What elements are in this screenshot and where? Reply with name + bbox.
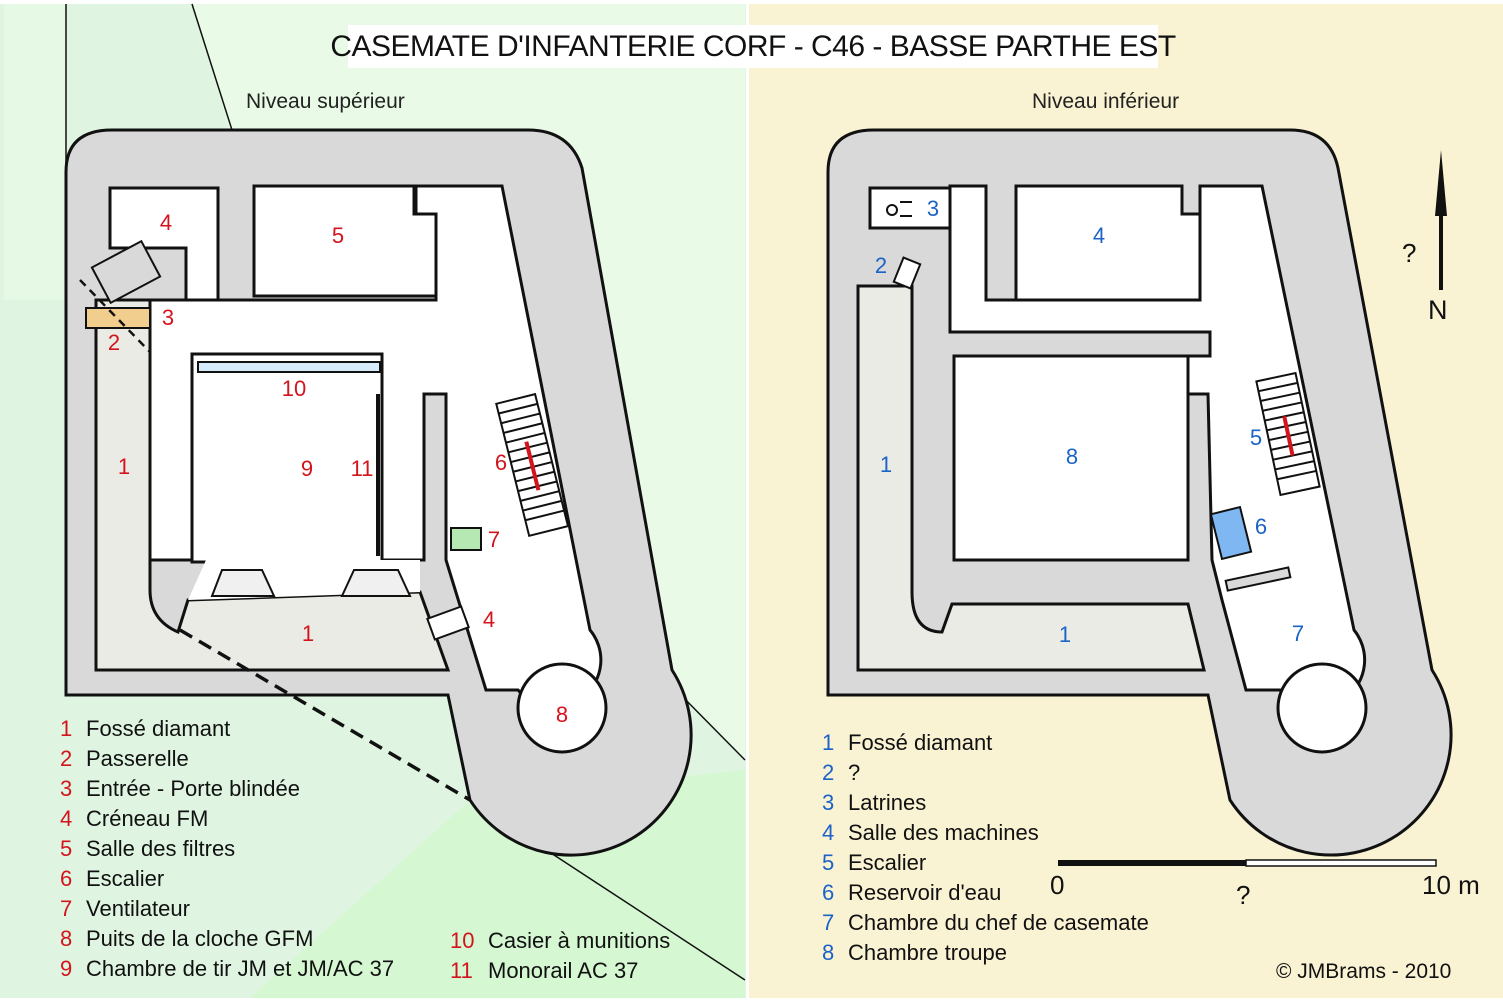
compass-question: ? [1402, 238, 1417, 268]
upper-plan-label: 8 [556, 702, 568, 727]
upper-plan-label: 4 [483, 607, 495, 632]
upper-plan-label: 2 [108, 330, 120, 355]
north-arrow-icon [1435, 150, 1447, 290]
lower-plan-label: 2 [875, 253, 887, 278]
lower-plan-label: 1 [880, 452, 892, 477]
upper-plan-label: 3 [162, 305, 174, 330]
upper-plan-label: 9 [301, 456, 313, 481]
page-title: CASEMATE D'INFANTERIE CORF - C46 - BASSE… [330, 25, 1176, 68]
upper-plan-label: 4 [160, 210, 172, 235]
lower-plan-label: 3 [927, 196, 939, 221]
upper-plan-label: 10 [282, 376, 306, 401]
upper-level-heading: Niveau supérieur [246, 90, 405, 113]
ventilator-box [450, 527, 482, 551]
copyright: © JMBrams - 2010 [1276, 960, 1452, 983]
upper-plan-label: 11 [351, 456, 374, 481]
lower-plan-labels: 1 1 2 3 4 5 6 7 8 [875, 196, 1304, 647]
lower-plan-label: 7 [1292, 621, 1304, 646]
lower-plan-label: 1 [1059, 622, 1071, 647]
upper-plan-label: 7 [488, 527, 500, 552]
lower-plan-label: 4 [1093, 223, 1105, 248]
upper-plan-label: 1 [118, 454, 130, 479]
water-tank [1209, 505, 1253, 561]
lower-plan-label: 5 [1250, 425, 1262, 450]
latrine-icon [886, 201, 912, 217]
lower-legend-item: 2? [822, 760, 861, 785]
scale-start: 0 [1050, 870, 1065, 900]
scale-middle: ? [1236, 880, 1251, 910]
upper-plan-label: 6 [495, 450, 507, 475]
lower-plan-label: 6 [1255, 514, 1267, 539]
upper-level-plan [4, 3, 746, 998]
compass-north-label: N [1428, 295, 1448, 325]
lower-level-heading: Niveau inférieur [1032, 90, 1180, 113]
lower-level-plan [826, 128, 1453, 857]
upper-plan-label: 1 [302, 621, 314, 646]
scale-bar [1058, 859, 1437, 867]
lower-plan-label: 8 [1066, 444, 1078, 469]
upper-plan-label: 5 [332, 223, 344, 248]
scale-end: 10 m [1422, 870, 1480, 900]
